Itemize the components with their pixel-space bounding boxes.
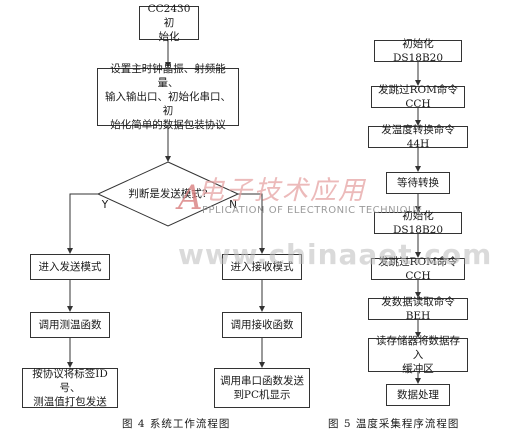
arrowhead <box>415 252 421 258</box>
arrowhead <box>67 362 73 368</box>
label-yes: Y <box>101 199 109 211</box>
edge-decision-no <box>238 193 263 250</box>
node-pack-send: 按协议将标签ID号、 测温值打包发送 <box>22 368 118 408</box>
right-flow-edges <box>415 62 421 384</box>
node-setup-config: 设置主时钟晶振、射频能量、 输入输出口、初始化串口、初 始化简单的数据包装协议 <box>97 63 239 131</box>
right-step-7: 发数据读取命令BEH <box>368 296 468 322</box>
right-step-1: 初始化DS18B20 <box>374 38 462 64</box>
decision-diamond <box>96 161 240 227</box>
right-step-2: 发跳过ROM命令CCH <box>371 84 465 110</box>
node-send-mode: 进入发送模式 <box>30 254 110 280</box>
arrowhead <box>415 378 421 384</box>
node-cc2430-init: CC2430初 始化 <box>139 3 199 43</box>
arrowhead <box>415 120 421 126</box>
caption-fig4: 图 4 系统工作流程图 <box>122 418 231 430</box>
watermark-url: www.chinaaet.com <box>178 238 493 271</box>
arrowhead <box>415 166 421 172</box>
arrowhead <box>415 292 421 298</box>
watermark-brand-en: PPLICATION OF ELECTRONIC TECHNIQUE <box>202 205 423 216</box>
node-recv-func: 调用接收函数 <box>222 312 302 338</box>
right-step-4: 等待转换 <box>386 172 450 194</box>
arrowhead <box>67 248 73 254</box>
watermark-letter: A <box>178 178 203 218</box>
arrowhead <box>165 156 171 162</box>
node-measure-temp: 调用测温函数 <box>30 312 110 338</box>
label-no: N <box>229 199 237 211</box>
right-step-3: 发温度转换命令44H <box>368 124 468 150</box>
node-recv-mode: 进入接收模式 <box>222 254 302 280</box>
watermark-brand-cn: 电子技术应用 <box>198 176 367 206</box>
caption-fig5: 图 5 温度采集程序流程图 <box>328 418 460 430</box>
right-step-6: 发跳过ROM命令CCH <box>371 256 465 282</box>
arrowhead <box>67 306 73 312</box>
node-decision-text: 判断是发送模式? <box>128 188 208 200</box>
right-step-8: 读存储器将数据存入 缓冲区 <box>368 335 468 375</box>
arrowhead <box>415 80 421 86</box>
arrowhead <box>259 362 265 368</box>
arrowhead <box>259 248 265 254</box>
right-step-9: 数据处理 <box>386 384 450 406</box>
arrowhead <box>165 62 171 68</box>
arrowhead <box>415 332 421 338</box>
right-step-5: 初始化DS18B20 <box>374 210 462 236</box>
arrowhead <box>415 206 421 212</box>
edge-decision-yes <box>69 193 98 250</box>
node-serial-send: 调用串口函数发送 到PC机显示 <box>214 368 310 408</box>
arrowhead <box>259 306 265 312</box>
